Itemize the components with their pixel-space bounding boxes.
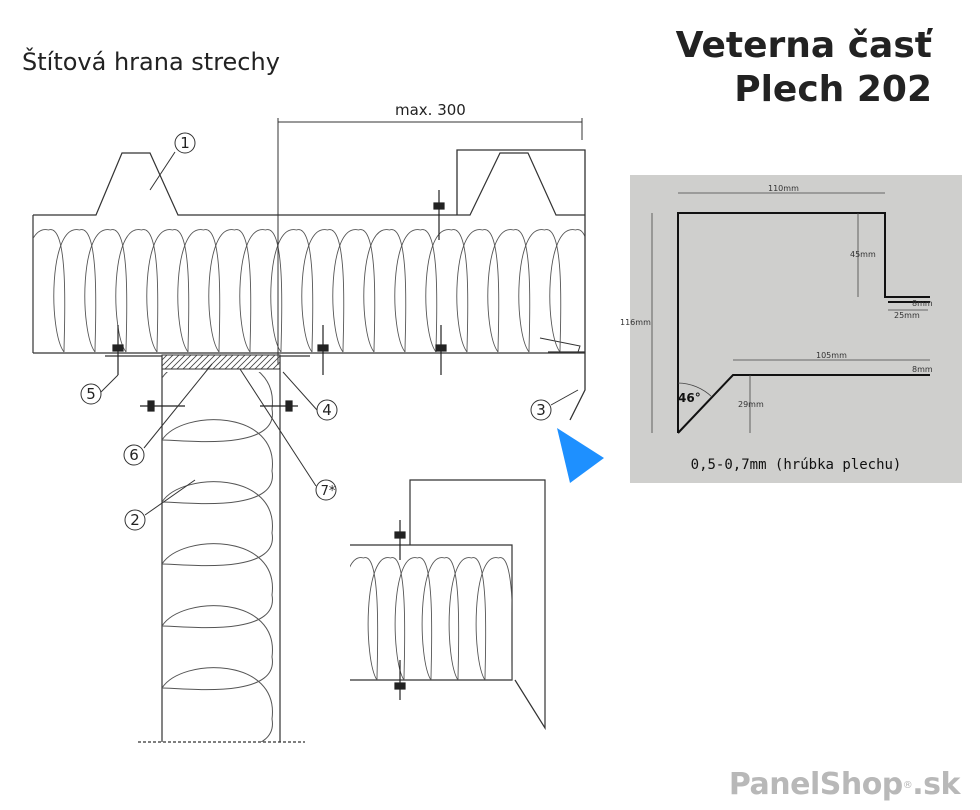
screw-right [435, 325, 447, 375]
brand-tld: .sk [912, 767, 960, 802]
screws [112, 190, 447, 412]
brand-logo: PanelShop®.sk [728, 767, 961, 802]
profile-dim-29: 29mm [738, 400, 764, 409]
profile-dim-105: 105mm [816, 351, 847, 360]
callout-2-label: 2 [130, 511, 140, 529]
profile-dim-angle: 46° [678, 391, 701, 405]
callout-7-label: 7* [321, 484, 336, 499]
profile-caption: 0,5-0,7mm (hrúbka plechu) [690, 457, 902, 473]
edge-flashing [456, 149, 586, 421]
title-right: Veterna časť Plech 202 [676, 24, 932, 112]
dimension-max300 [277, 118, 583, 365]
callout-3 [530, 389, 579, 421]
roof-panel [32, 152, 585, 354]
callout-4 [282, 371, 338, 421]
callout-5-label: 5 [86, 385, 96, 403]
title-left: Štítová hrana strechy [22, 48, 280, 76]
callouts [80, 132, 579, 531]
screw-side-right [260, 400, 298, 412]
profile-dim-small-b: 8mm [912, 365, 933, 374]
callout-4-label: 4 [322, 401, 332, 419]
profile-dim-left: 116mm [620, 318, 651, 327]
callout-5 [80, 374, 119, 405]
roof-insulation [33, 229, 585, 353]
screw-top [433, 190, 445, 240]
profile-panel: 110mm 116mm 45mm 25mm 105mm 29mm 8mm 8mm… [620, 175, 962, 483]
wall-panel [105, 355, 310, 743]
small-insulation [350, 557, 512, 680]
callout-1-label: 1 [180, 134, 190, 152]
sealing-tape [161, 354, 281, 370]
profile-dim-top: 110mm [768, 184, 799, 193]
dimension-max300-label: max. 300 [395, 101, 466, 119]
screw-mid [317, 325, 329, 375]
screw-left [112, 325, 124, 375]
callout-7 [239, 368, 337, 501]
small-screws [394, 520, 406, 700]
callout-1 [149, 132, 196, 191]
profile-drawing: 110mm 116mm 45mm 25mm 105mm 29mm 8mm 8mm… [620, 184, 933, 434]
wall-insulation [162, 372, 273, 742]
small-wall-detail [350, 479, 546, 731]
callout-6-label: 6 [129, 446, 139, 464]
profile-dim-45: 45mm [850, 250, 876, 259]
callout-2 [124, 479, 196, 531]
title-right-line1: Veterna časť [675, 25, 932, 66]
callout-6 [123, 363, 213, 466]
profile-dim-small-a: 8mm [912, 299, 933, 308]
pointer-arrow-icon [557, 428, 604, 483]
title-right-line2: Plech 202 [734, 69, 932, 110]
profile-dim-25: 25mm [894, 311, 920, 320]
callout-3-label: 3 [536, 401, 546, 419]
brand-sub: ® [902, 780, 913, 791]
brand-name: PanelShop [728, 767, 903, 802]
